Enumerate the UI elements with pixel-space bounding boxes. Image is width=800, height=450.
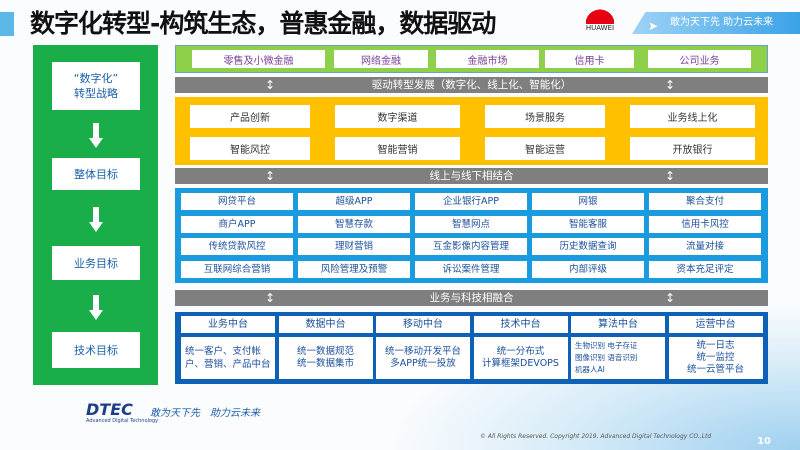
overall-goal-box: 整体目标 <box>52 158 140 190</box>
channel-item: 互联网综合营销 <box>181 260 293 278</box>
transform-item: 智能运营 <box>485 137 605 160</box>
transform-band: 产品创新 数字渠道 场景服务 业务线上化 智能风控 智能营销 智能运营 开放银行 <box>175 97 768 165</box>
channel-item: 网贷平台 <box>181 193 293 210</box>
header-slogan: ➤敢为天下先 助力云未来 <box>632 12 800 34</box>
transform-item: 智能营销 <box>335 137 460 160</box>
platforms-band: 业务中台统一客户、支付帐户、营销、产品中台数据中台统一数据规范 统一数据集市移动… <box>175 312 768 384</box>
title-accent <box>0 12 14 36</box>
platform-name: 移动中台 <box>376 316 470 333</box>
arrow-down-icon <box>89 207 103 233</box>
double-arrow-icon: ↕ <box>665 78 676 92</box>
platform-name: 运营中台 <box>668 316 763 333</box>
strategy-box: “数字化” 转型战略 <box>52 62 140 110</box>
platform-description: 统一移动开发平台 多APP统一投放 <box>376 337 470 379</box>
business-line: 金融市场 <box>436 50 539 68</box>
platform-name: 业务中台 <box>181 316 275 333</box>
connector-bar-business-tech: ↕业务与科技相融合↕ <box>175 290 768 306</box>
channel-item: 网银 <box>532 193 644 210</box>
double-arrow-icon: ↕ <box>665 169 676 183</box>
channel-item: 流量对接 <box>649 238 761 255</box>
arrow-down-icon <box>89 295 103 321</box>
channel-item: 风险管理及预警 <box>298 260 410 278</box>
channel-item: 理财营销 <box>298 238 410 255</box>
channel-item: 商户APP <box>181 215 293 233</box>
strategy-panel: “数字化” 转型战略 整体目标 业务目标 技术目标 <box>33 45 158 385</box>
channels-band: 网贷平台超级APP 企业银行APP 网银聚合支付商户APP 智慧存款智慧网点智能客服信… <box>175 188 768 283</box>
footer-slogan: 敢为天下先 助力云未来 <box>150 408 260 419</box>
page-number: 10 <box>757 436 771 447</box>
double-arrow-icon: ↕ <box>665 291 676 305</box>
channel-item: 传统贷款风控 <box>181 238 293 255</box>
channel-item: 诉讼案件管理 <box>415 260 527 278</box>
platform-name: 算法中台 <box>571 316 665 333</box>
channel-item: 资本充足评定 <box>649 260 761 278</box>
platform-name: 技术中台 <box>473 316 568 333</box>
platform-name: 数据中台 <box>278 316 373 333</box>
platform-description: 生物识别 电子存证 图像识别 语音识别 机器人AI <box>571 337 665 379</box>
double-arrow-icon: ↕ <box>265 78 276 92</box>
double-arrow-icon: ↕ <box>265 169 276 183</box>
channel-item: 企业银行APP <box>415 193 527 210</box>
business-lines-band: 零售及小微金融 网络金融 金融市场 信用卡 公司业务 <box>175 45 768 73</box>
transform-item: 产品创新 <box>190 105 310 128</box>
business-line: 网络金融 <box>334 50 428 68</box>
channel-item: 内部评级 <box>532 260 644 278</box>
platform-description: 统一日志 统一监控 统一云管平台 <box>668 337 763 379</box>
tech-goal-box: 技术目标 <box>52 332 140 368</box>
arrow-down-icon <box>89 123 103 149</box>
transform-item: 开放银行 <box>630 137 755 160</box>
transform-item: 智能风控 <box>190 137 310 160</box>
huawei-logo: HUAWEI <box>578 2 622 36</box>
dtec-logo-subtitle: Advanced Digital Technology <box>86 418 159 424</box>
transform-item: 业务线上化 <box>630 105 755 128</box>
platform-description: 统一分布式 计算框架DEVOPS <box>473 337 568 379</box>
platform-description: 统一数据规范 统一数据集市 <box>278 337 373 379</box>
business-goal-box: 业务目标 <box>52 246 140 280</box>
transform-item: 数字渠道 <box>335 105 460 128</box>
business-line: 信用卡 <box>545 50 634 68</box>
channel-item: 智慧存款 <box>298 215 410 233</box>
channel-item: 历史数据查询 <box>532 238 644 255</box>
connector-bar-online-offline: ↕线上与线下相结合↕ <box>175 168 768 184</box>
transform-item: 场景服务 <box>485 105 605 128</box>
channel-item: 聚合支付 <box>649 193 761 210</box>
business-line: 公司业务 <box>648 50 751 68</box>
page-title: 数字化转型-构筑生态，普惠金融，数据驱动 <box>30 9 496 38</box>
channel-item: 互金影像内容管理 <box>415 238 527 255</box>
channel-item: 信用卡风控 <box>649 215 761 233</box>
business-line: 零售及小微金融 <box>192 50 325 68</box>
channel-item: 智慧网点 <box>415 215 527 233</box>
channel-item: 智能客服 <box>532 215 644 233</box>
dtec-logo: DTEC <box>86 400 133 419</box>
double-arrow-icon: ↕ <box>265 291 276 305</box>
channel-item: 超级APP <box>298 193 410 210</box>
connector-bar-transform: ↕驱动转型发展（数字化、线上化、智能化）↕ <box>175 77 768 93</box>
send-icon: ➤ <box>648 19 659 33</box>
platform-description: 统一客户、支付帐户、营销、产品中台 <box>181 337 275 379</box>
copyright: © All Rights Reserved. Copyright 2019, A… <box>480 433 712 440</box>
